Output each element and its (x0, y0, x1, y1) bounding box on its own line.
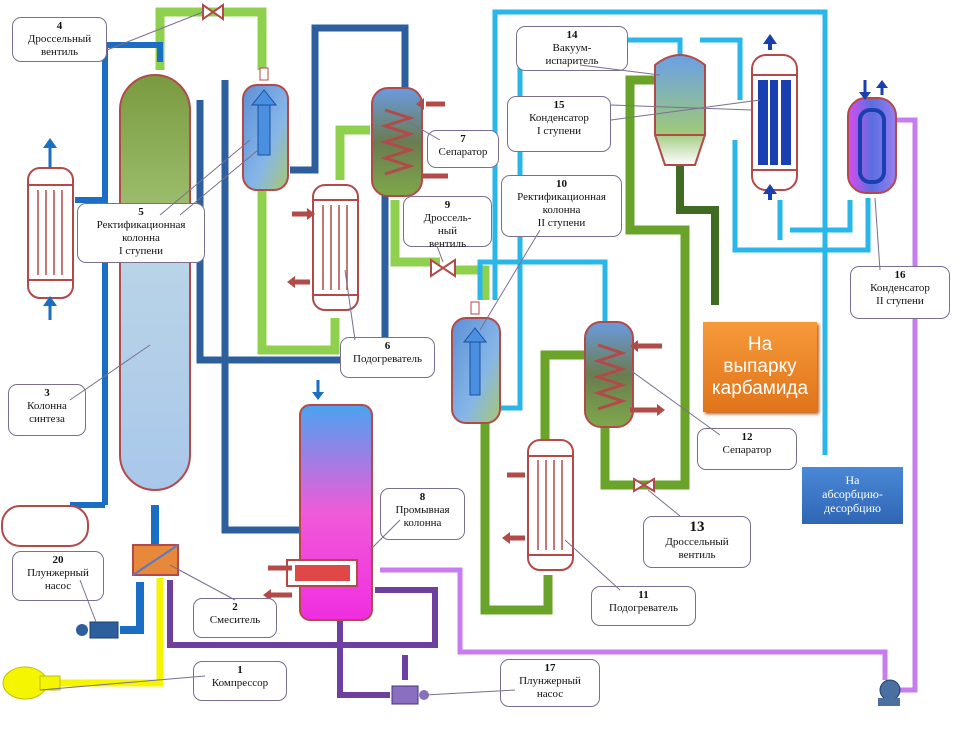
callout-number: 2 (232, 601, 238, 613)
callout-heater-11: 11 Подогреватель (591, 586, 696, 626)
callout-number: 13 (689, 519, 705, 535)
callout-label: Сепаратор (722, 444, 772, 456)
separator-7 (371, 87, 448, 197)
callout-separator-12: 12 Сепаратор (697, 428, 797, 470)
callout-label: Промывная колонна (395, 504, 450, 529)
pipe-light-green-top (155, 7, 267, 70)
callout-heater-6: 6 Подогреватель (340, 337, 435, 378)
rectification-column-1 (242, 67, 289, 191)
callout-plunger-pump-20: 20 Плунжерный насос (12, 551, 104, 601)
callout-vacuum-evaporator: 14 Вакуум- испаритель (516, 26, 628, 71)
vacuum-evaporator (654, 54, 706, 166)
callout-number: 14 (566, 29, 578, 41)
callout-washing-column: 8 Промывная колонна (380, 488, 465, 540)
pipe-light-green-mid (257, 125, 490, 355)
callout-throttle-valve-4: 4 Дроссельный вентиль (12, 17, 107, 62)
condenser-2 (847, 80, 897, 194)
callout-label: Дроссельный вентиль (665, 536, 729, 561)
left-heat-exchanger (27, 138, 74, 320)
condenser-1 (751, 34, 798, 200)
heater-6 (287, 184, 359, 311)
destination-absorption: На абсорбцию- десорбцию (802, 467, 903, 524)
callout-number: 15 (553, 99, 565, 111)
plunger-pump-17 (391, 685, 429, 705)
destination-evaporation: На выпарку карбамида (703, 322, 817, 412)
callout-label: Ректификационная колонна II ступени (517, 191, 606, 229)
callout-label: Плунжерный насос (519, 675, 581, 700)
callout-number: 16 (894, 269, 906, 281)
callout-plunger-pump-17: 17 Плунжерный насос (500, 659, 600, 707)
pump-right (878, 679, 901, 706)
callout-number: 3 (44, 387, 50, 399)
pipe-purple (167, 580, 438, 698)
throttle-valve-4 (202, 3, 224, 21)
storage-tank (1, 505, 89, 547)
callout-number: 8 (419, 491, 426, 503)
callout-rectification-column-1: 5 Ректификационная колонна I ступени (77, 203, 205, 263)
callout-number: 7 (460, 133, 466, 145)
pipe-dark-green (676, 165, 719, 305)
callout-number: 20 (52, 554, 64, 566)
callout-label: Сепаратор (438, 146, 488, 158)
mixer (132, 544, 179, 576)
callout-label: Подогреватель (609, 602, 678, 614)
callout-label: Ректификационная колонна I ступени (96, 219, 186, 257)
callout-label: Смеситель (209, 614, 261, 626)
callout-number: 5 (138, 206, 144, 218)
heater-11 (502, 439, 574, 571)
pipe-blue-pump (120, 505, 159, 634)
throttle-valve-9 (430, 258, 456, 278)
callout-rectification-column-2: 10 Ректификационная колонна II ступени (501, 175, 622, 237)
callout-label: Дроссель- ный вентиль (423, 212, 472, 250)
callout-number: 6 (384, 340, 391, 352)
separator-12 (584, 321, 665, 428)
throttle-valve-13 (633, 477, 655, 493)
washing-column (263, 380, 373, 621)
callout-compressor: 1 Компрессор (193, 661, 287, 701)
callout-mixer: 2 Смеситель (193, 598, 277, 638)
callout-label: Колонна синтеза (27, 400, 67, 425)
callout-label: Подогреватель (353, 353, 422, 365)
plunger-pump-20 (76, 621, 119, 639)
callout-label: Конденсатор II ступени (870, 282, 930, 307)
callout-label: Компрессор (211, 677, 269, 689)
callout-label: Дроссельный вентиль (27, 33, 92, 58)
pipe-violet (380, 117, 918, 693)
synthesis-column (119, 74, 191, 491)
callout-synthesis-column: 3 Колонна синтеза (8, 384, 86, 436)
callout-label: Плунжерный насос (27, 567, 89, 592)
pipe-green-lower (480, 75, 690, 615)
callout-number: 4 (56, 20, 63, 32)
callout-label: Конденсатор I ступени (529, 112, 589, 137)
callout-number: 10 (556, 178, 567, 190)
callout-number: 12 (741, 431, 753, 443)
callout-condenser-1: 15 Конденсатор I ступени (507, 96, 611, 152)
callout-number: 11 (638, 589, 649, 601)
callout-number: 9 (444, 199, 451, 211)
callout-number: 17 (544, 662, 556, 674)
callout-label: Вакуум- испаритель (545, 42, 599, 67)
callout-number: 1 (237, 664, 243, 676)
callout-condenser-2: 16 Конденсатор II ступени (850, 266, 950, 319)
compressor (2, 666, 61, 700)
callout-separator-7: 7 Сепаратор (427, 130, 499, 168)
callout-throttle-valve-9: 9 Дроссель- ный вентиль (403, 196, 492, 250)
rectification-column-2 (451, 301, 501, 424)
callout-throttle-valve-13: 13 Дроссельный вентиль (643, 516, 751, 568)
